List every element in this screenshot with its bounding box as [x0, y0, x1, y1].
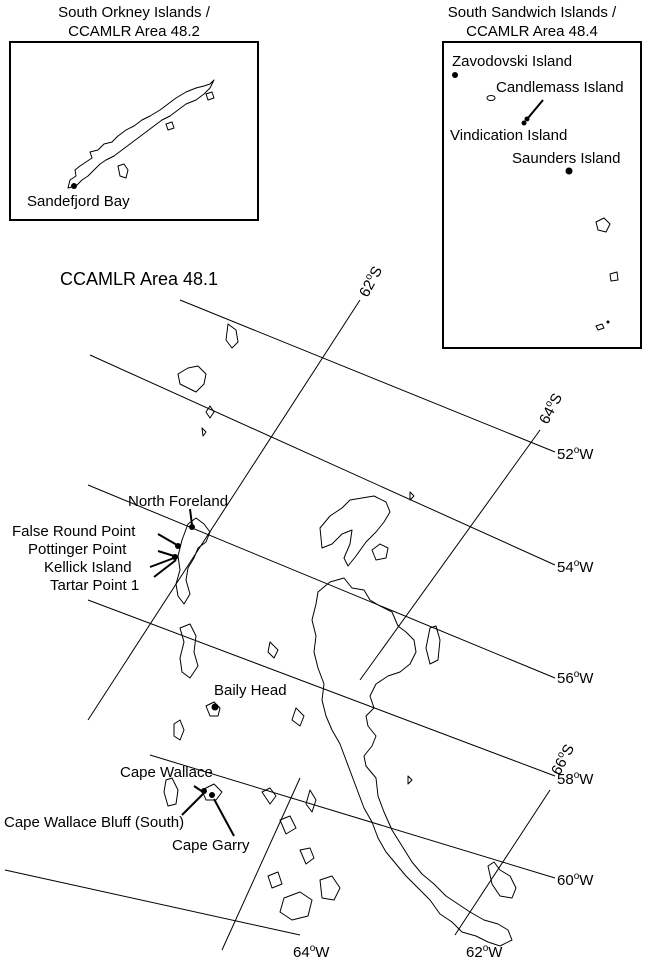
label-cape-wallace-bluff: Cape Wallace Bluff (South)	[4, 814, 185, 831]
label-tartar-point: Tartar Point 1	[50, 577, 140, 594]
lon-64-value: 64	[293, 944, 310, 961]
baily-head-marker	[211, 703, 219, 711]
orkney-title-line1: South Orkney Islands /	[58, 4, 210, 21]
label-lon-52: 52oW	[557, 445, 594, 463]
degree-symbol: o	[573, 445, 580, 456]
label-false-round-point: False Round Point	[12, 523, 136, 540]
zavodovski-marker	[452, 72, 458, 78]
label-sandefjord-bay: Sandefjord Bay	[27, 193, 130, 210]
lon-52-unit: W	[579, 446, 594, 463]
longitude-lines	[4, 299, 556, 936]
label-lon-64: 64oW	[293, 943, 330, 961]
sandwich-title-line2: CCAMLR Area 48.4	[466, 23, 598, 40]
lon-58-value: 58	[557, 771, 574, 788]
label-cape-wallace: Cape Wallace	[120, 764, 213, 781]
degree-symbol: o	[573, 871, 580, 882]
montagu-island-outline	[595, 217, 611, 233]
label-cape-garry: Cape Garry	[172, 837, 250, 854]
colony-markers	[172, 524, 215, 798]
south-shetland-coastline	[163, 517, 279, 807]
lon-56-unit: W	[579, 670, 594, 687]
joinville-coastline	[319, 491, 415, 567]
degree-symbol: o	[482, 943, 489, 954]
vindication-marker	[521, 120, 527, 126]
bristol-island-outline	[609, 271, 619, 282]
label-baily-head: Baily Head	[214, 682, 287, 699]
lon-64-unit: W	[315, 944, 330, 961]
elephant-island-group	[177, 323, 239, 437]
leader-lines	[149, 508, 235, 837]
label-saunders: Saunders Island	[512, 150, 621, 167]
islet-outline	[486, 95, 496, 101]
label-pottinger-point: Pottinger Point	[28, 541, 127, 558]
south-sandwich-islands	[452, 72, 619, 331]
main-area-title: CCAMLR Area 48.1	[60, 269, 219, 289]
orkney-title-line2: CCAMLR Area 48.2	[68, 23, 200, 40]
lon-54-value: 54	[557, 559, 574, 576]
thule-island-outline	[595, 323, 605, 331]
label-lon-60: 60oW	[557, 871, 594, 889]
label-lon-58: 58oW	[557, 770, 594, 788]
degree-symbol: o	[573, 669, 580, 680]
sandwich-inset-title: South Sandwich Islands / CCAMLR Area 48.…	[418, 3, 646, 41]
lon-54-unit: W	[579, 559, 594, 576]
west-coast-islands	[201, 707, 341, 921]
orkney-inset-title: South Orkney Islands / CCAMLR Area 48.2	[20, 3, 248, 41]
lon-60-unit: W	[579, 872, 594, 889]
degree-symbol: o	[573, 770, 580, 781]
label-lon-62: 62oW	[466, 943, 503, 961]
orkney-inset-frame	[9, 41, 259, 221]
label-candlemass: Candlemass Island	[496, 79, 624, 96]
lon-56-value: 56	[557, 670, 574, 687]
degree-symbol: o	[309, 943, 316, 954]
label-lon-56: 56oW	[557, 669, 594, 687]
label-north-foreland: North Foreland	[128, 493, 229, 510]
sandwich-inset-frame	[442, 41, 642, 349]
lon-60-value: 60	[557, 872, 574, 889]
lon-58-unit: W	[579, 771, 594, 788]
label-kellick-island: Kellick Island	[44, 559, 132, 576]
lon-62-value: 62	[466, 944, 483, 961]
latitude-lines	[87, 299, 551, 951]
sandefjord-bay-marker	[71, 183, 77, 189]
saunders-marker	[565, 167, 573, 175]
label-zavodovski: Zavodovski Island	[452, 53, 573, 70]
peninsula-coastline	[311, 577, 517, 947]
lon-52-value: 52	[557, 446, 574, 463]
degree-symbol: o	[573, 558, 580, 569]
candlemass-leader	[527, 99, 544, 119]
label-lon-54: 54oW	[557, 558, 594, 576]
label-vindication: Vindication Island	[450, 127, 568, 144]
north-foreland-marker	[189, 524, 195, 530]
cape-garry-marker	[209, 792, 215, 798]
sandwich-title-line1: South Sandwich Islands /	[447, 4, 617, 21]
south-orkney-coastline	[67, 79, 215, 189]
islet-dot	[606, 320, 610, 324]
lon-62-unit: W	[488, 944, 503, 961]
